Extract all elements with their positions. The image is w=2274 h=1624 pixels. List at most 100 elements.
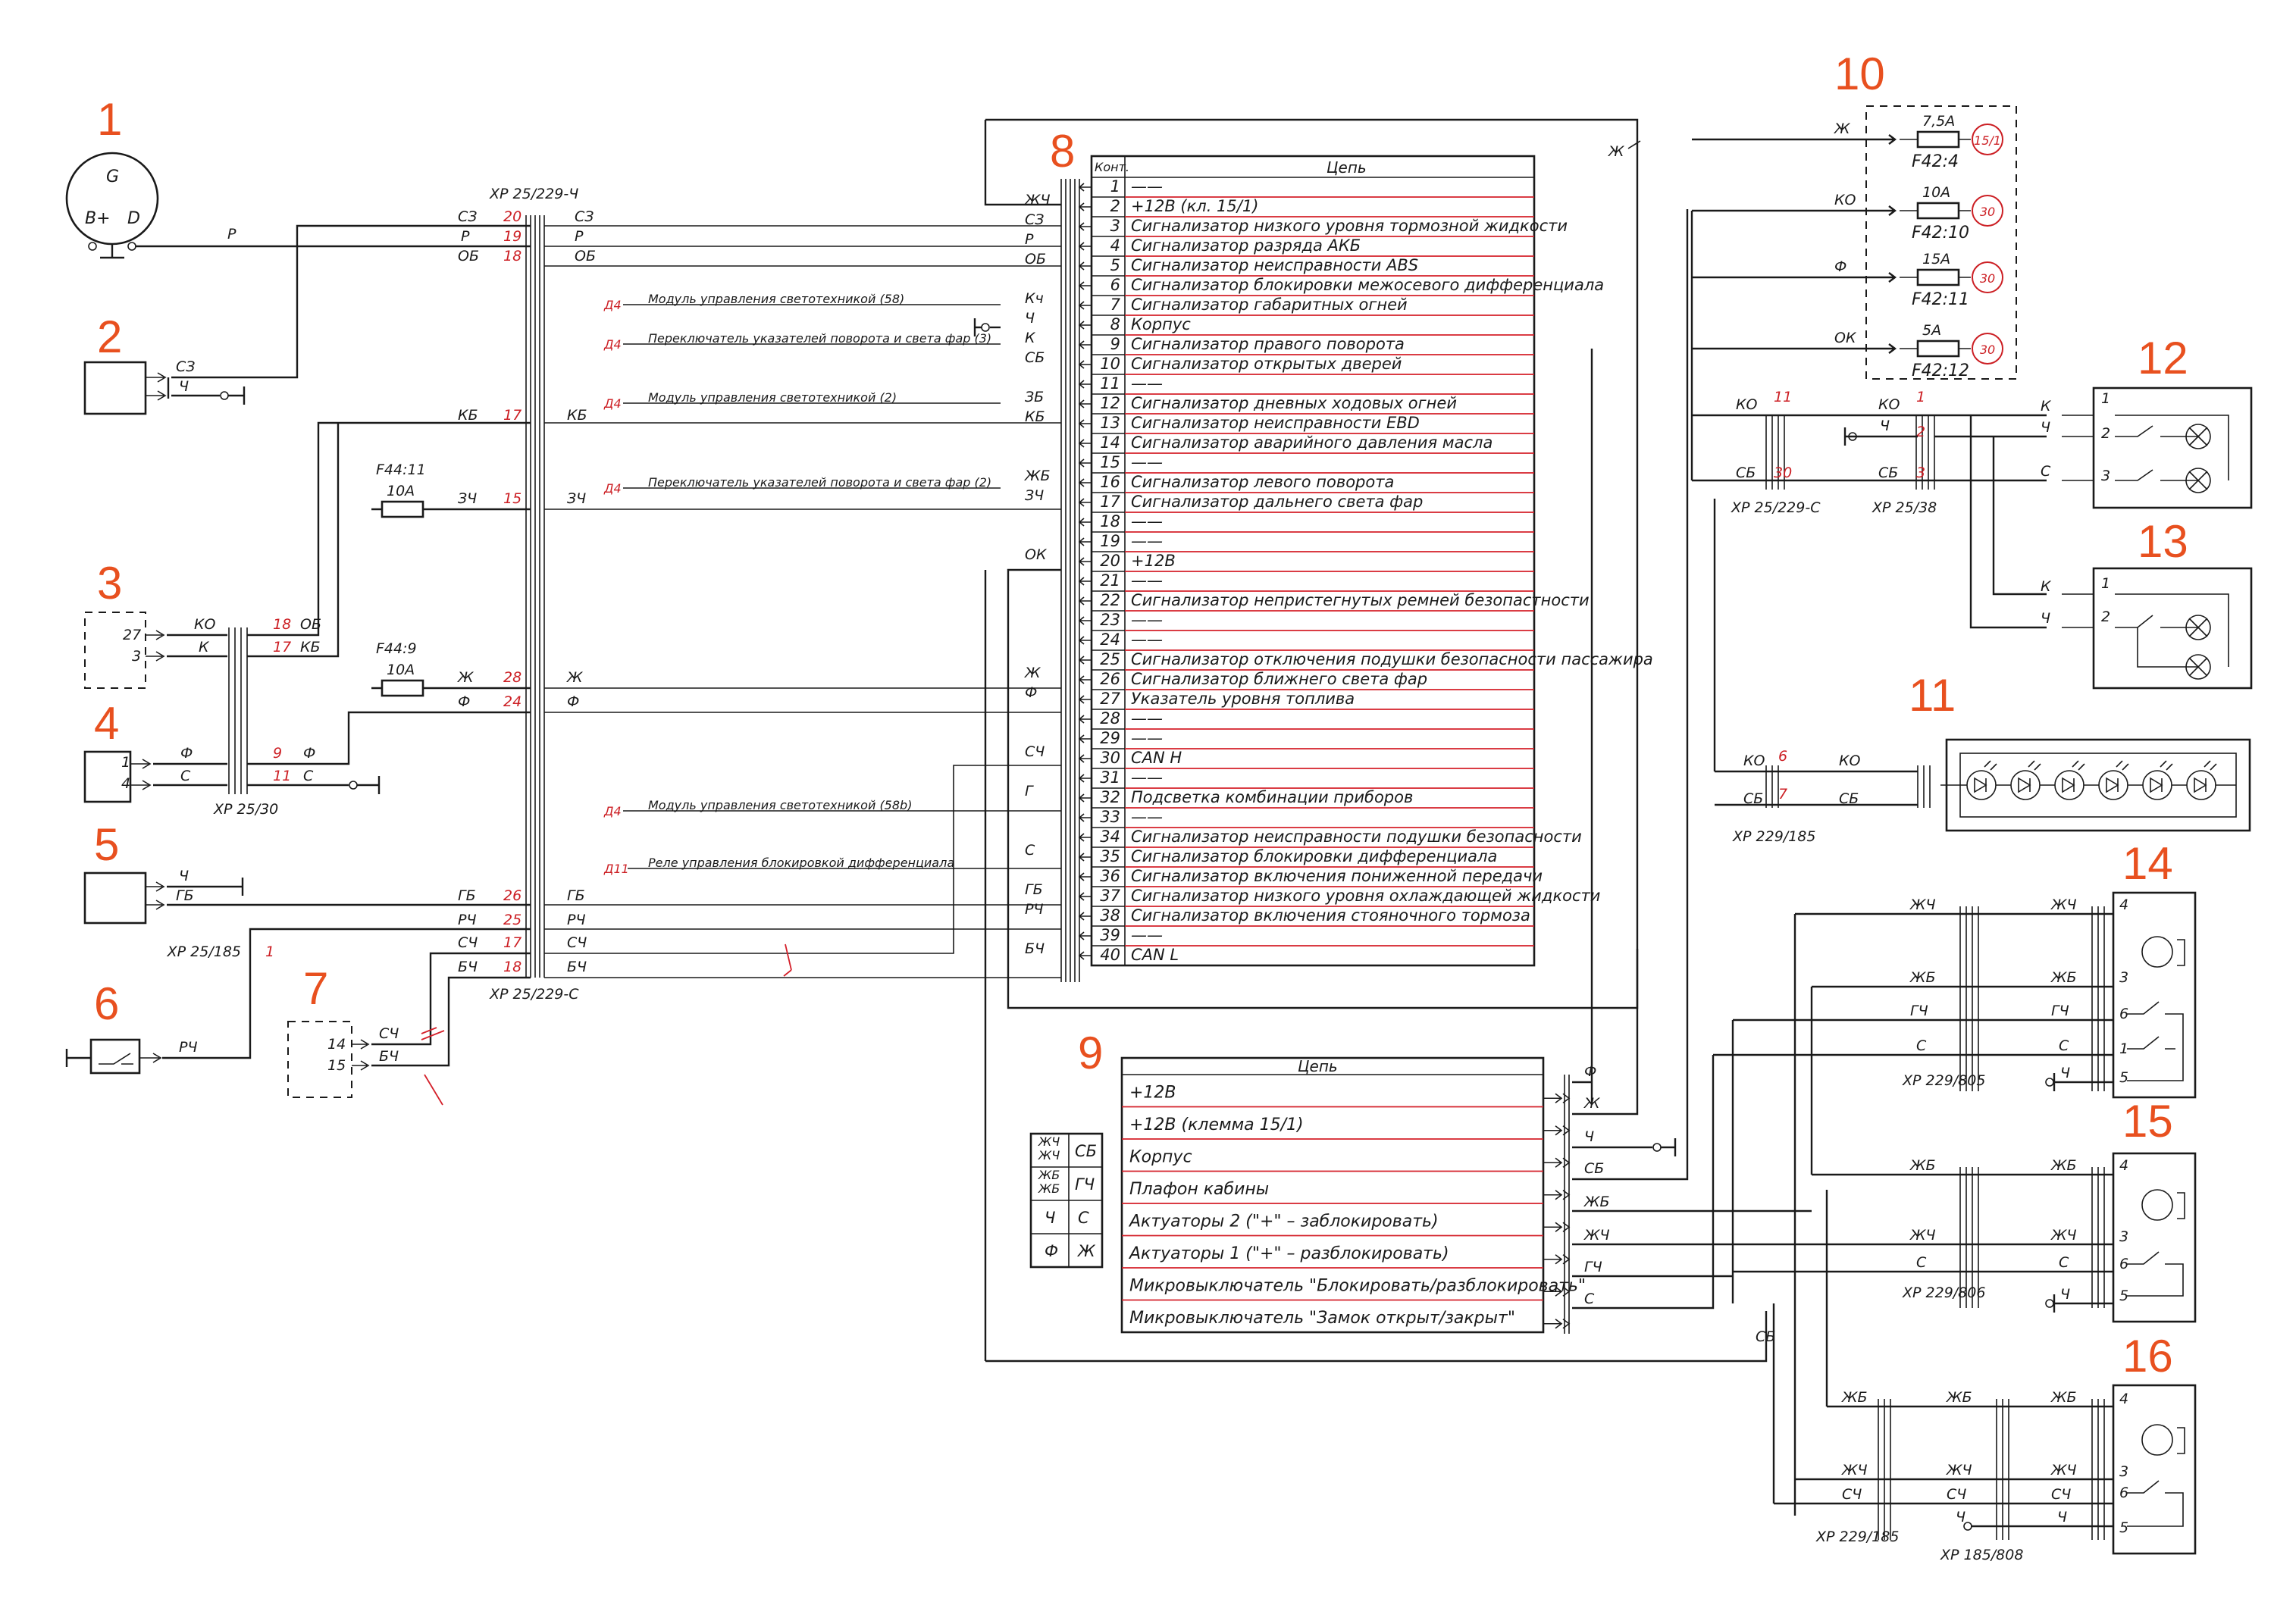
svg-text:ЗЧ: ЗЧ [567, 490, 586, 507]
connector-xp25-229: XP 25/229-Ч XP 25/229-С [489, 186, 579, 1003]
svg-text:С: С [1916, 1254, 1927, 1271]
cluster-circuit-label: —— [1131, 453, 1163, 471]
fuses-right: 15/17,5AF42:4Ж3010AF42:10КО3015AF42:11Ф3… [1692, 113, 2003, 380]
fuse-rating: 10A [1922, 184, 1950, 201]
component-number-5: 5 [94, 819, 119, 870]
cluster-circuit-label: Указатель уровня топлива [1131, 690, 1355, 708]
svg-text:Р: Р [227, 226, 236, 243]
svg-text:ЖБ: ЖБ [1841, 1389, 1868, 1406]
svg-text:Ч: Ч [2057, 1509, 2067, 1525]
svg-text:1: 1 [121, 754, 130, 771]
xp229-806-label: XP 229/806 [1902, 1284, 1985, 1301]
generator-bplus-label: B+ [85, 209, 111, 228]
cluster-pin-number: 11 [1100, 374, 1120, 393]
svg-text:Ч: Ч [2041, 419, 2050, 436]
door-circuit-label: Микровыключатель "Замок открыт/закрыт" [1129, 1309, 1515, 1328]
fuse-wire-color: Ф [1834, 258, 1846, 275]
svg-text:ЖБ: ЖБ [1583, 1194, 1610, 1210]
svg-text:РЧ: РЧ [567, 912, 585, 928]
cluster-wire-color: КБ [1025, 408, 1045, 425]
svg-text:Д4: Д4 [603, 298, 622, 312]
cluster-pin-number: 19 [1100, 532, 1120, 550]
svg-text:С: С [180, 768, 191, 784]
cluster-circuit-label: Корпус [1131, 315, 1191, 333]
svg-text:С: С [2059, 1254, 2069, 1271]
svg-text:ЖЧ: ЖЧ [2050, 1227, 2077, 1244]
cluster-pin-number: 32 [1100, 788, 1120, 806]
svg-text:3: 3 [2119, 1463, 2128, 1480]
svg-text:17: 17 [273, 639, 291, 656]
svg-text:СБ: СБ [1878, 465, 1898, 481]
svg-text:ЖЧ: ЖЧ [1909, 896, 1936, 913]
generator-g-label: G [106, 167, 119, 186]
component-number-10: 10 [1834, 49, 1885, 99]
sensor-5: Ч ГБ [83, 868, 531, 925]
fuse-rating: 7,5A [1922, 113, 1955, 130]
cluster-circuit-label: —— [1131, 611, 1163, 629]
cluster-pin-number: 37 [1100, 887, 1120, 905]
svg-text:5: 5 [2119, 1288, 2128, 1304]
cluster-circuit-label: Сигнализатор блокировки межосевого диффе… [1131, 276, 1604, 294]
cluster-pin-number: 16 [1100, 473, 1120, 491]
cluster-pin-number: 30 [1100, 749, 1120, 767]
xp229-805-label: XP 229/805 [1902, 1072, 1985, 1089]
svg-text:Ж: Ж [1583, 1095, 1601, 1112]
svg-text:ОБ: ОБ [575, 248, 596, 264]
svg-text:Д4: Д4 [603, 481, 622, 496]
svg-text:6: 6 [2119, 1006, 2128, 1022]
svg-text:Д4: Д4 [603, 396, 622, 411]
switch-3: 27 3 КО К [84, 612, 227, 689]
component-number-4: 4 [94, 698, 119, 749]
svg-text:ЖЧ: ЖЧ [2050, 1462, 2077, 1478]
cluster-wire-color: Р [1025, 231, 1034, 248]
cluster-circuit-label: Сигнализатор открытых дверей [1131, 355, 1402, 373]
cluster-header-contact: Конт. [1095, 160, 1129, 174]
svg-text:ЖБ: ЖБ [2050, 969, 2077, 986]
cluster-pin-number: 20 [1100, 552, 1120, 570]
svg-text:5: 5 [2119, 1069, 2128, 1086]
cluster-circuit-label: —— [1131, 768, 1163, 787]
svg-text:1: 1 [2119, 1040, 2128, 1057]
svg-text:СЧ: СЧ [458, 934, 478, 951]
svg-text:1: 1 [2101, 390, 2110, 407]
lamp-unit-12: 1 2 3 [2062, 386, 2253, 509]
svg-text:К: К [2041, 398, 2052, 415]
svg-text:СЧ: СЧ [1947, 1486, 1966, 1503]
svg-text:КО: КО [1878, 396, 1900, 413]
fuse-circle-label: 30 [1980, 205, 1995, 219]
cluster-circuit-label: Сигнализатор низкого уровня тормозной жи… [1131, 217, 1568, 235]
fuse-f44-11-name: F44:11 [376, 462, 426, 478]
cluster-circuit-label: Подсветка комбинации приборов [1131, 788, 1413, 806]
svg-text:СЗ: СЗ [575, 208, 594, 225]
cluster-circuit-label: Сигнализатор блокировки дифференциала [1131, 847, 1497, 865]
fuse-block-10 [1865, 105, 2017, 380]
svg-text:ОБ: ОБ [300, 616, 321, 633]
switch-6: РЧ XP 25/185 1 [65, 928, 531, 1075]
sensor-2: СЗ Ч [83, 224, 531, 415]
svg-text:СБ: СБ [1736, 465, 1756, 481]
svg-text:ЖБ: ЖБ [1946, 1389, 1972, 1406]
component-number-14: 14 [2122, 838, 2173, 889]
cluster-wire-color: ЗЧ [1025, 487, 1044, 504]
svg-text:ЗЧ: ЗЧ [458, 490, 477, 507]
cluster-circuit-label: —— [1131, 729, 1163, 747]
svg-text:СБ: СБ [1584, 1160, 1604, 1177]
svg-text:11: 11 [273, 768, 291, 784]
cluster-circuit-label: Сигнализатор включения пониженной переда… [1131, 867, 1543, 885]
cluster-pin-number: 28 [1100, 709, 1120, 728]
svg-text:ЖБ: ЖБ [1038, 1168, 1060, 1182]
svg-text:Ч: Ч [1045, 1209, 1055, 1227]
svg-text:28: 28 [503, 669, 522, 686]
svg-text:Ж: Ж [566, 669, 584, 686]
fuse-wire-color: Ж [1834, 120, 1851, 137]
cluster-circuit-label: Сигнализатор дальнего света фар [1131, 493, 1423, 511]
cluster-pin-number: 1 [1110, 177, 1120, 196]
svg-text:Ч: Ч [1880, 418, 1890, 434]
cluster-circuit-label: —— [1131, 512, 1163, 530]
svg-text:Ч: Ч [2060, 1286, 2070, 1303]
ref-5-text: Модуль управления светотехникой (58b) [648, 798, 912, 812]
cluster-pin-number: 5 [1110, 256, 1120, 274]
svg-text:С: С [1916, 1037, 1927, 1054]
